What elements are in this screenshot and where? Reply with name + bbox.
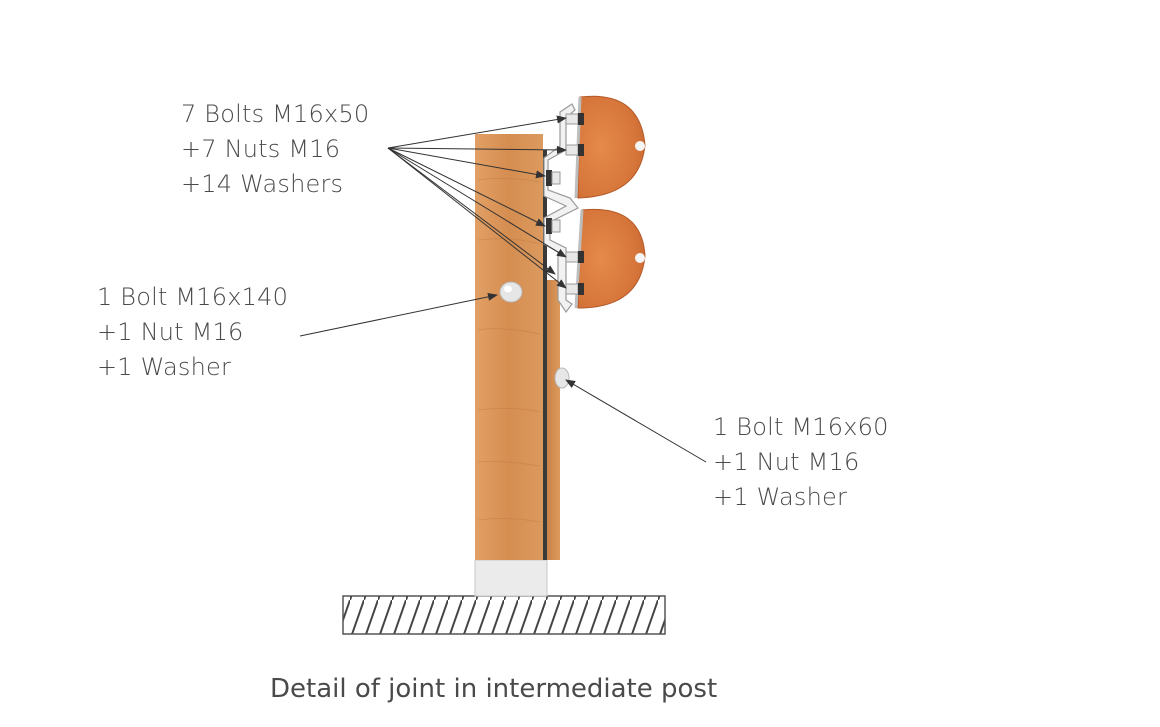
ground-base [342,595,666,635]
lower-rail [574,208,646,309]
leader-line-bolt-140 [299,292,498,337]
callout-line: +1 Nut M16 [713,448,860,476]
callout-line: +1 Nut M16 [97,318,244,346]
bolt [565,144,584,156]
diagram-caption: Detail of joint in intermediate post [270,674,718,704]
steel-plate [543,150,547,560]
callout-7-bolts: 7 Bolts M16x50 +7 Nuts M16 +14 Washers [181,97,369,202]
callout-line: 1 Bolt M16x60 [713,413,889,441]
leader-lines-7-bolts [387,115,567,289]
bolt-m16x140-head [499,281,523,303]
secondary-wood-block [547,280,560,560]
callout-line: +1 Washer [97,353,232,381]
bolt-m16x60-head [554,367,570,389]
wood-grain [477,177,541,523]
bolt [565,251,584,263]
callout-bolt-m16x140: 1 Bolt M16x140 +1 Nut M16 +1 Washer [97,280,288,385]
wooden-post [475,134,543,560]
upper-rail [574,95,646,199]
bolt [546,218,561,234]
post-steel-foot [474,559,548,597]
callout-line: +1 Washer [713,483,848,511]
bolt [565,113,584,125]
callout-line: +14 Washers [181,170,344,198]
callout-line: 7 Bolts M16x50 [181,100,370,128]
bolt [546,170,561,186]
callout-line: +7 Nuts M16 [181,135,341,163]
bolt-set [546,113,584,295]
leader-line-bolt-60 [565,379,707,463]
callout-bolt-m16x60: 1 Bolt M16x60 +1 Nut M16 +1 Washer [713,410,889,515]
bolt [565,283,584,295]
callout-line: 1 Bolt M16x140 [97,283,289,311]
